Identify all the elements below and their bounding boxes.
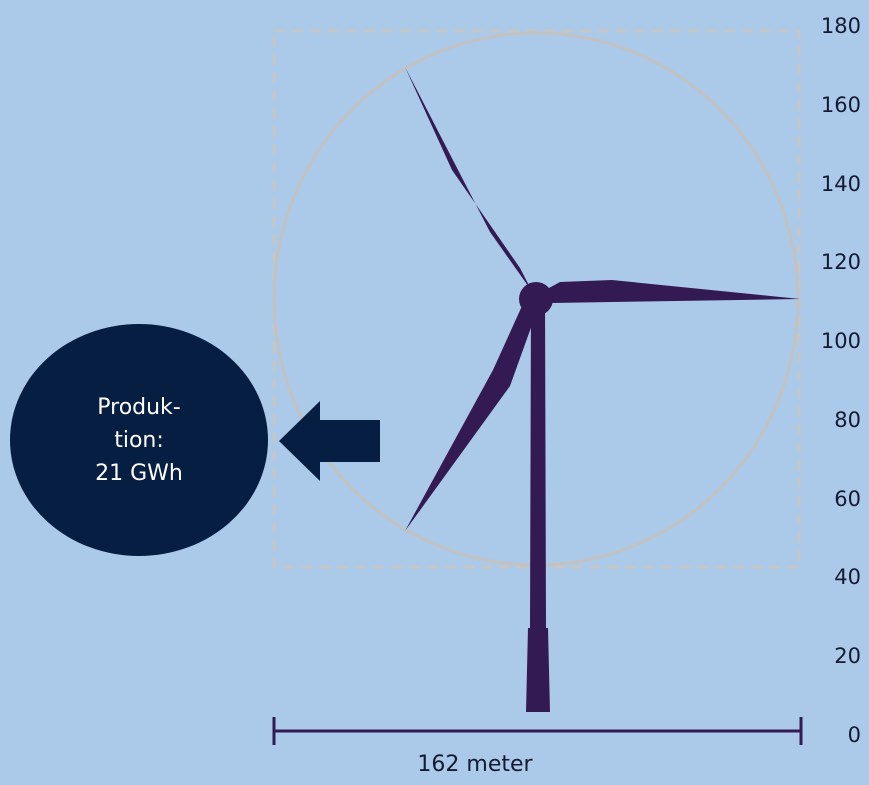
- production-bubble: Produk- tion: 21 GWh: [10, 324, 268, 556]
- turbine-blade-bottom: [405, 306, 540, 531]
- height-tick-label: 40: [834, 565, 861, 590]
- height-tick-label: 160: [820, 92, 861, 117]
- height-tick-label: 60: [834, 486, 861, 511]
- height-tick-label: 100: [820, 329, 861, 354]
- height-tick-label: 0: [847, 723, 861, 747]
- production-arrow-icon: [279, 401, 380, 481]
- height-tick-label: 120: [820, 250, 861, 275]
- turbine-tower: [526, 300, 550, 712]
- turbine-blade-right: [536, 280, 800, 303]
- rotor-width-dimension: [272, 717, 803, 745]
- height-tick-label: 140: [820, 171, 861, 196]
- height-tick-label: 80: [834, 407, 861, 432]
- rotor-diameter-label: 162 meter: [417, 752, 533, 777]
- height-tick-label: 20: [834, 644, 861, 669]
- production-label: Produk- tion: 21 GWh: [95, 394, 183, 486]
- height-tick-label: 180: [820, 14, 861, 38]
- turbine-blade-top: [405, 67, 536, 299]
- turbine-hub: [519, 282, 553, 316]
